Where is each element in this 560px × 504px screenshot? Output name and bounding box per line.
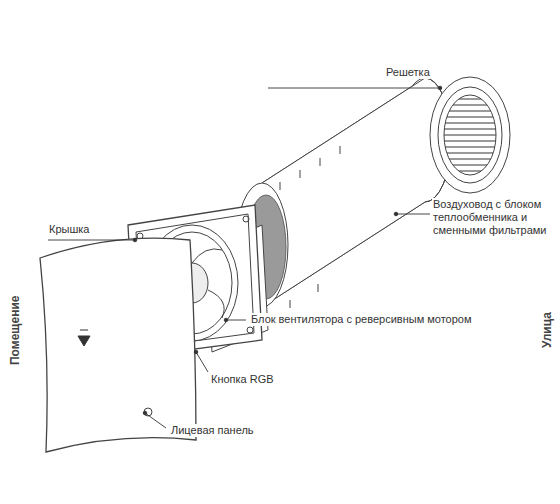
side-label: Улица [541,311,554,349]
part-label: Крышка [48,223,90,236]
outer-grille [430,77,510,193]
part-label: Кнопка RGB [210,373,275,386]
front-cover [40,238,196,452]
part-label: Блок вентилятора с реверсивным мотором [250,313,473,326]
side-label: Помещение [9,294,22,365]
part-label: Решетка [385,66,431,79]
leader-lines [48,86,442,428]
part-label: Воздуховод с блоком теплообменника и сме… [432,198,556,237]
part-label: Лицевая панель [170,424,255,437]
air-duct [236,78,451,308]
